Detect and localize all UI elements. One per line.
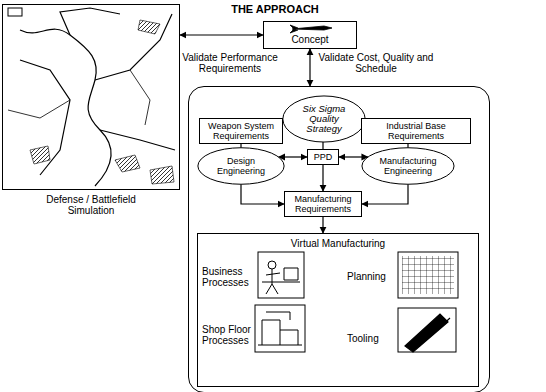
road	[60, 8, 120, 35]
business-icon	[268, 261, 276, 269]
node-text: Defense / Battlefield Simulation	[31, 194, 151, 216]
node-text: Tooling	[347, 333, 379, 344]
river	[20, 29, 111, 186]
node-text: Planning	[347, 271, 386, 282]
node-text: Shop Floor Processes	[202, 324, 260, 346]
ellipse-shape	[198, 148, 284, 184]
node-text: Design Engineering	[209, 156, 273, 176]
road	[8, 100, 70, 118]
process-item: Planning	[347, 268, 397, 284]
terrain-patch	[150, 166, 174, 184]
ellipse-shape	[362, 148, 454, 184]
tooling-icon	[405, 314, 450, 352]
connector-arrow	[322, 217, 323, 233]
planning-icon	[398, 252, 458, 298]
business-icon	[258, 252, 304, 298]
terrain-patch	[115, 155, 140, 172]
connector-arrow	[322, 142, 323, 149]
ppd-box: PPD	[307, 149, 339, 165]
concept-box: Concept	[263, 21, 357, 49]
process-item: Business Processes	[202, 264, 260, 290]
strategy-ellipse: Six Sigma Quality Strategy	[282, 95, 366, 143]
process-item: Tooling	[347, 330, 397, 346]
node-text: Six Sigma Quality Strategy	[294, 104, 354, 134]
node-text: PPD	[314, 152, 333, 162]
map-flag	[8, 8, 22, 16]
process-item: Shop Floor Processes	[202, 322, 260, 348]
node-text: Manufacturing Engineering	[373, 156, 443, 176]
virtual-manufacturing-box: Virtual ManufacturingBusiness Processes P…	[197, 233, 479, 387]
connector-arrow	[407, 144, 408, 148]
terrain-patch	[30, 146, 50, 164]
node-text: Manufacturing Requirements	[288, 194, 358, 214]
requirements-box: Industrial Base Requirements	[361, 118, 471, 144]
requirements-box: Weapon System Requirements	[199, 118, 283, 144]
connector-arrow	[322, 165, 323, 191]
node-text: Weapon System Requirements	[203, 121, 279, 141]
road	[100, 130, 175, 150]
connector-arrow	[240, 144, 241, 148]
connector-arrow	[241, 184, 284, 204]
missile-icon	[290, 25, 332, 33]
tooling-icon	[398, 308, 456, 352]
node-text: Concept	[291, 34, 328, 45]
road	[20, 60, 70, 175]
connector-arrow	[279, 156, 308, 157]
shop-floor-icon	[255, 305, 305, 352]
simulation-map: Defense / Battlefield Simulation	[2, 4, 180, 190]
requirements-box: Manufacturing Requirements	[284, 191, 362, 217]
road	[130, 70, 150, 125]
edge-label: Validate Cost, Quality and Schedule	[316, 52, 436, 74]
terrain-patch	[138, 20, 160, 34]
connector-arrow	[180, 34, 263, 35]
node-text: Business Processes	[202, 266, 260, 288]
ellipse-shape	[283, 96, 365, 142]
edge-label: Validate Performance Requirements	[182, 52, 278, 74]
business-icon	[262, 268, 300, 294]
connector-arrow	[339, 156, 368, 157]
node-text: Virtual Manufacturing	[291, 238, 385, 250]
engineering-ellipse: Manufacturing Engineering	[361, 147, 455, 185]
title-text: THE APPROACH	[195, 3, 355, 16]
planning-grid	[402, 256, 454, 294]
engineering-ellipse: Design Engineering	[197, 147, 285, 185]
connector-arrow	[362, 184, 408, 204]
node-text: Industrial Base Requirements	[365, 121, 467, 141]
road	[95, 14, 172, 80]
shop-floor-icon	[258, 312, 302, 345]
approach-region: Six Sigma Quality StrategyWeapon System …	[188, 86, 490, 392]
connector-arrow	[309, 49, 310, 86]
